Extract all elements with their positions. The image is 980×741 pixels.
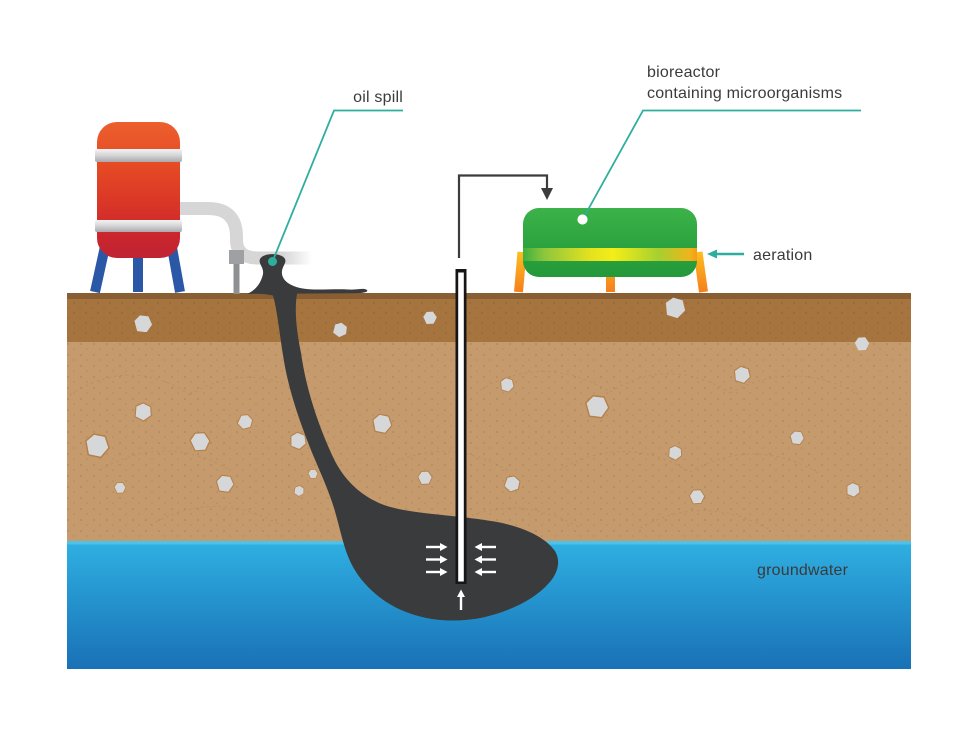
soil-surface-strip bbox=[67, 293, 911, 299]
pipe-support-post bbox=[233, 264, 240, 294]
bioreactor-label: bioreactor containing microorganisms bbox=[647, 62, 842, 104]
oil-spill-callout-dot bbox=[268, 257, 277, 266]
bioreactor-body bbox=[523, 208, 697, 277]
aeration-arrow-icon bbox=[707, 249, 744, 259]
flow-arrow-right-icon bbox=[474, 543, 496, 576]
aeration-label: aeration bbox=[753, 247, 813, 264]
tank-outlet-pipe bbox=[176, 202, 313, 294]
soil-texture-arcs bbox=[69, 371, 861, 531]
pipe-flange bbox=[229, 250, 244, 264]
bioreactor-callout-line bbox=[583, 109, 861, 218]
bioreactor-label-line2: containing microorganisms bbox=[647, 85, 843, 102]
down-arrowhead-icon bbox=[541, 188, 553, 200]
well-to-bioreactor-arrow bbox=[457, 174, 553, 258]
groundwater-flow-arrows bbox=[426, 543, 496, 610]
flow-arrow-left-icon bbox=[426, 543, 448, 576]
pipe-end-fade bbox=[283, 250, 313, 266]
oil-spill-plume bbox=[247, 254, 559, 621]
tank-band-upper bbox=[95, 149, 182, 162]
oil-spill-label: oil spill bbox=[353, 89, 403, 106]
callout-lines bbox=[268, 109, 861, 266]
tank-band-lower bbox=[95, 220, 182, 232]
groundwater-label: groundwater bbox=[757, 562, 849, 579]
tank-body bbox=[97, 122, 180, 258]
extraction-well-pipe bbox=[455, 269, 467, 584]
oil-spill-callout-line bbox=[271, 109, 403, 262]
bioreactor bbox=[514, 208, 708, 293]
bioreactor-label-line1: bioreactor bbox=[647, 64, 721, 81]
aeration-band bbox=[523, 248, 697, 261]
oil-storage-tank bbox=[90, 122, 185, 294]
flow-arrow-up-icon bbox=[457, 589, 465, 610]
bioreactor-callout-dot-ring bbox=[577, 214, 588, 225]
